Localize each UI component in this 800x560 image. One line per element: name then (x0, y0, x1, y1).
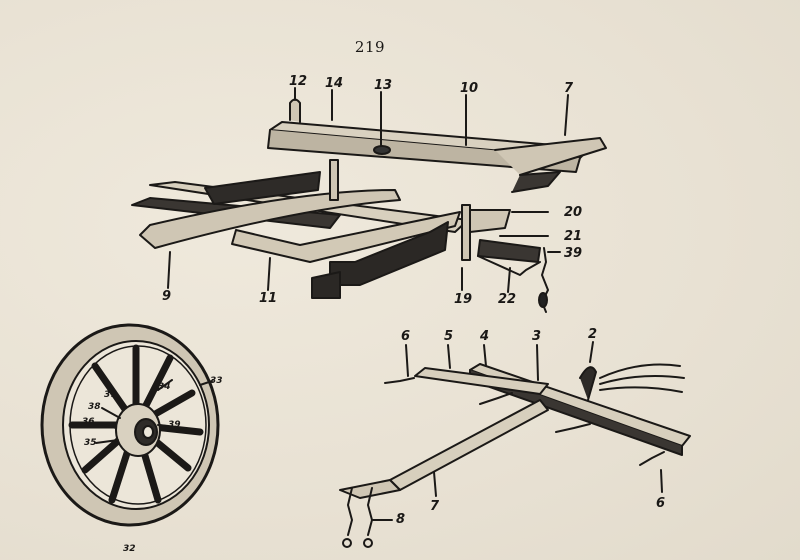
callout-3: 3 (532, 329, 542, 344)
callout-33: 33 (210, 376, 223, 386)
callout-7: 7 (564, 81, 574, 96)
callout-20: 20 (564, 205, 583, 220)
callout-6: 6 (401, 329, 411, 344)
callout-36: 36 (82, 417, 95, 427)
callout-21: 21 (564, 229, 583, 244)
callout-22: 22 (498, 292, 517, 307)
callout-39: 39 (564, 246, 583, 261)
callout-5: 5 (444, 329, 454, 344)
callout-8: 8 (396, 512, 406, 527)
callout-13: 13 (374, 78, 393, 93)
callout-12: 12 (289, 74, 308, 89)
callout-19: 19 (454, 292, 473, 307)
callout-34: 34 (158, 382, 171, 392)
callout-11: 11 (259, 291, 278, 306)
callout-10: 10 (460, 81, 479, 96)
callout-32: 32 (123, 544, 136, 554)
callout-2: 2 (588, 327, 598, 342)
page-number: 219 (354, 38, 386, 56)
callout-35: 35 (84, 438, 97, 448)
callout-7-lower: 7 (430, 499, 440, 514)
wheel-illustration (40, 323, 220, 527)
callout-4: 4 (480, 329, 490, 344)
callout-14: 14 (325, 76, 344, 91)
callout-39-wheel: 39 (168, 420, 181, 430)
callout-37: 37 (104, 390, 117, 400)
cart-frame-illustration (131, 87, 607, 313)
callout-38: 38 (88, 402, 101, 412)
callout-6-lower: 6 (656, 496, 666, 511)
callout-9: 9 (162, 289, 172, 304)
harness-illustration (339, 341, 691, 548)
